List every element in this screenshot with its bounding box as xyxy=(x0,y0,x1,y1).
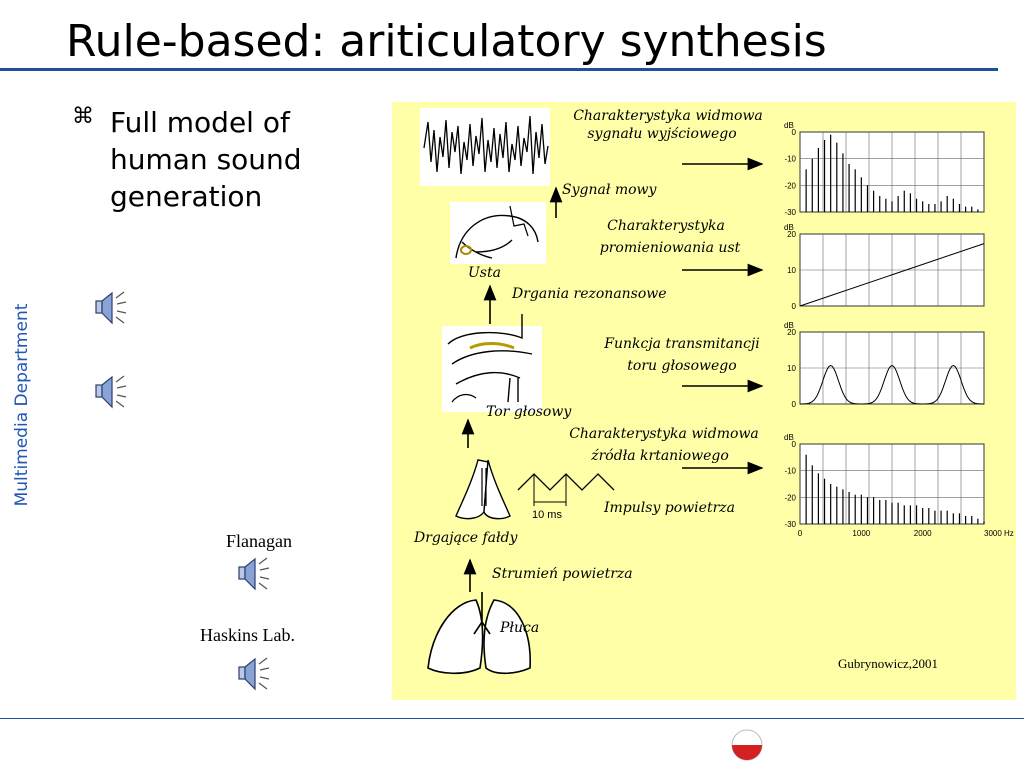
speech-production-figure: Charakterystyka widmowa sygnału wyjściow… xyxy=(392,102,1016,700)
waveform-icon xyxy=(420,108,550,186)
y-tick-label: 10 xyxy=(787,364,796,373)
label-transfer-1: Funkcja transmitancji xyxy=(603,336,759,352)
slide-title: Rule-based: ariticulatory synthesis xyxy=(66,16,827,67)
label-transfer-2: toru głosowego xyxy=(627,358,736,374)
y-tick-label: -20 xyxy=(784,181,796,190)
y-tick-label: -10 xyxy=(784,155,796,164)
y-tick-label: 20 xyxy=(787,328,796,337)
arrow-icon xyxy=(461,186,563,592)
label-radiation-2: promieniowania ust xyxy=(600,240,741,256)
lungs-icon xyxy=(427,592,531,675)
y-tick-label: -10 xyxy=(784,467,796,476)
series-line xyxy=(799,243,985,307)
y-axis-label: dB xyxy=(784,223,794,232)
flanagan-caption: Flanagan xyxy=(226,531,292,551)
y-tick-label: -30 xyxy=(784,208,796,217)
title-underline xyxy=(0,68,998,71)
speaker-icon[interactable] xyxy=(237,556,271,592)
label-speech-signal: Sygnał mowy xyxy=(562,182,658,198)
speaker-icon[interactable] xyxy=(237,656,271,692)
label-air-stream: Strumień powietrza xyxy=(492,566,633,582)
pulse-train xyxy=(517,473,615,506)
label-period: 10 ms xyxy=(532,509,562,521)
label-resonant-vibrations: Drgania rezonansowe xyxy=(511,286,667,302)
y-axis-label: dB xyxy=(784,121,794,130)
bullet-text: Full model of human sound generation xyxy=(110,106,302,213)
label-output-spectrum-1: Charakterystyka widmowa xyxy=(573,108,763,124)
y-tick-label: -30 xyxy=(784,520,796,529)
label-vocal-folds: Drgające fałdy xyxy=(413,530,519,546)
label-air-pulses: Impulsy powietrza xyxy=(603,500,735,516)
label-source-spectrum-2: źródła krtaniowego xyxy=(590,448,729,464)
y-tick-label: 0 xyxy=(792,440,797,449)
speaker-icon[interactable] xyxy=(94,290,128,326)
department-label: Multimedia Department xyxy=(12,303,32,507)
vocal-tract-icon xyxy=(442,314,542,412)
label-vocal-tract: Tor głosowy xyxy=(486,404,572,420)
x-tick-label: 1000 xyxy=(852,529,870,538)
arrow-icon xyxy=(682,157,764,475)
y-tick-label: 0 xyxy=(792,302,797,311)
x-tick-label: 3000 Hz xyxy=(984,529,1014,538)
y-tick-label: -20 xyxy=(784,493,796,502)
label-lungs: Płuca xyxy=(499,620,539,636)
bullet-icon: ⌘ xyxy=(72,104,94,129)
x-tick-label: 0 xyxy=(798,529,803,538)
label-lips: Usta xyxy=(468,265,501,281)
y-tick-label: 0 xyxy=(792,128,797,137)
y-axis-label: dB xyxy=(784,433,794,442)
footer-rule xyxy=(0,718,1024,719)
label-output-spectrum-2: sygnału wyjściowego xyxy=(587,126,736,142)
series-line xyxy=(800,365,984,405)
haskins-caption: Haskins Lab. xyxy=(200,625,295,645)
y-tick-label: 20 xyxy=(787,230,796,239)
label-source-spectrum-1: Charakterystyka widmowa xyxy=(569,426,759,442)
y-tick-label: 0 xyxy=(792,400,797,409)
speaker-icon[interactable] xyxy=(94,374,128,410)
figure-credit: Gubrynowicz,2001 xyxy=(838,656,938,671)
institute-logo-icon xyxy=(731,729,763,761)
larynx-icon xyxy=(455,459,511,520)
label-radiation-1: Charakterystyka xyxy=(607,218,725,234)
y-axis-label: dB xyxy=(784,321,794,330)
x-tick-label: 2000 xyxy=(914,529,932,538)
mouth-profile-icon xyxy=(450,202,546,264)
y-tick-label: 10 xyxy=(787,266,796,275)
